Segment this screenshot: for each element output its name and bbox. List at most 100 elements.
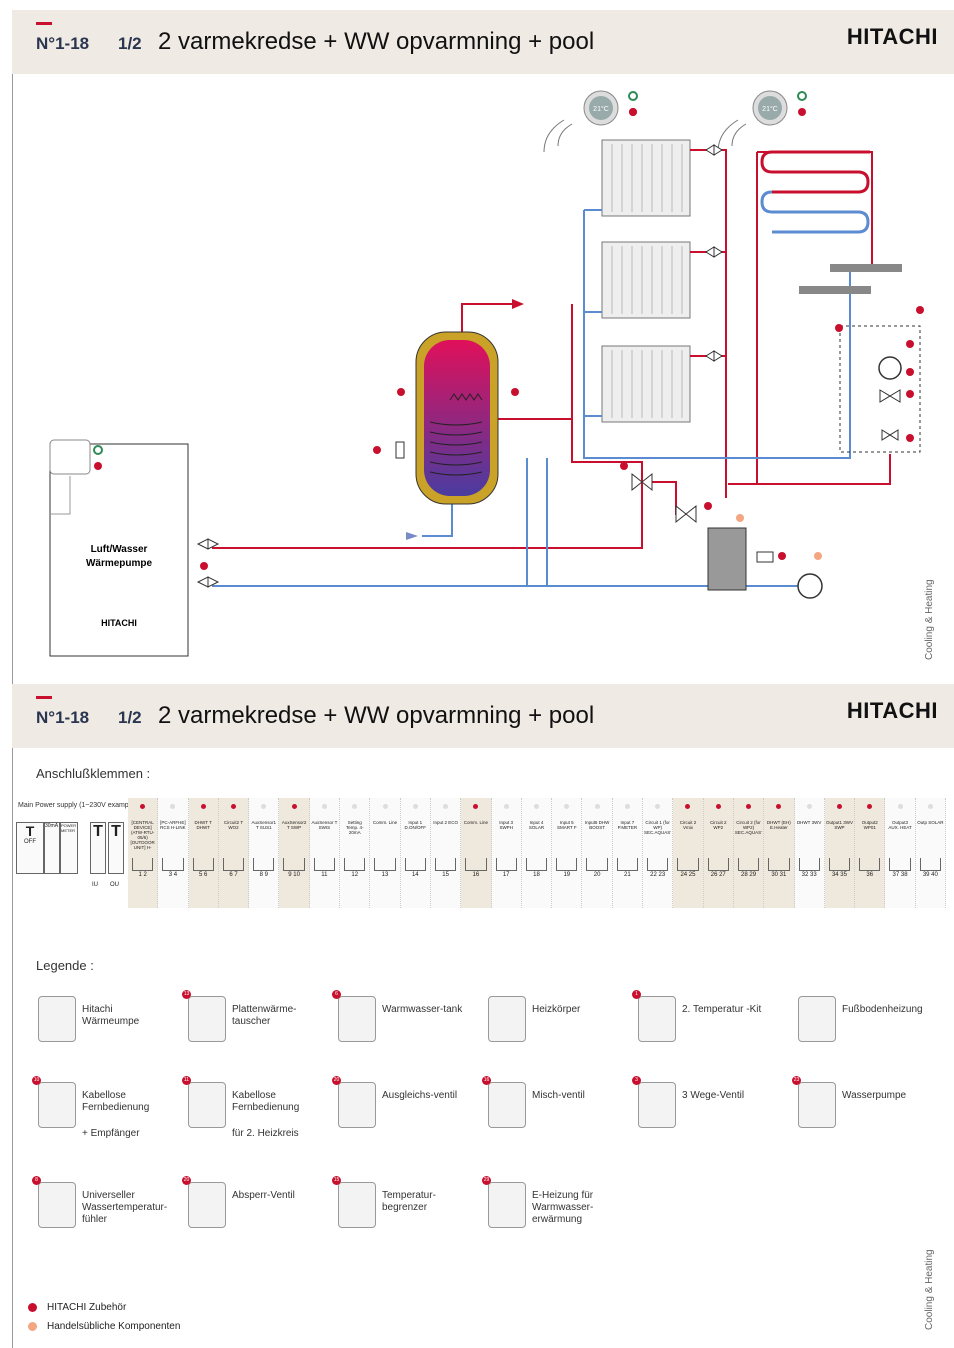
- terminal-number: 11: [321, 872, 328, 878]
- terminal-dot: [715, 804, 721, 809]
- terminal-number: 12: [351, 872, 359, 878]
- iu-label: IU: [92, 882, 98, 888]
- terminal-dot: [443, 804, 449, 809]
- legend-icon: [338, 996, 376, 1042]
- terminal-wire-box: [737, 858, 760, 871]
- hydraulic-schematic: 21°C 21°C: [49, 90, 924, 657]
- terminal-label: Setting Temp. 4-20mA: [345, 820, 364, 835]
- terminal-dot: [564, 804, 570, 809]
- terminal-number: 28 29: [741, 872, 757, 878]
- terminal-number: 22 23: [650, 872, 666, 878]
- legend-icon: [488, 1082, 526, 1128]
- main-switch: T OFF: [16, 822, 44, 874]
- svg-text:Wärmepumpe: Wärmepumpe: [86, 558, 153, 569]
- terminal-dot: [352, 804, 358, 809]
- legend-icon: [38, 1182, 76, 1228]
- terminal-dot: [291, 804, 297, 809]
- terminal-label: Input 4 SOLAR: [528, 820, 545, 830]
- legend-icon: [188, 1182, 226, 1228]
- terminal-label: DHWT (EH) E.Heater: [766, 820, 791, 830]
- terminal-wire-box: [283, 858, 305, 871]
- legend-text: Wasserpumpe: [842, 1090, 907, 1101]
- terminal-number: 9 10: [288, 872, 300, 878]
- terminal-dot: [321, 804, 327, 809]
- terminal-wire-box: [192, 858, 214, 871]
- legend-badge: 8: [32, 1176, 41, 1185]
- legend-text: Heizkörper: [532, 1004, 581, 1015]
- breaker-iu: T: [90, 822, 106, 874]
- terminal-number: 1 2: [138, 872, 147, 878]
- shutoff-valve-hot-icon: [196, 538, 220, 550]
- radiator-valve-3-icon: [705, 350, 723, 362]
- terminal-wire-box: [768, 858, 790, 871]
- legend-text: 2. Temperatur -Kit: [682, 1004, 762, 1015]
- kit-pump-icon: [878, 356, 902, 380]
- terminal-dot: [655, 804, 661, 809]
- kit-mixing-valve-icon: [879, 389, 901, 403]
- terminal-number: 26 27: [710, 872, 726, 878]
- radiators: [601, 139, 691, 423]
- side-label-1: Cooling & Heating: [924, 579, 935, 660]
- cold-in-arrow-icon: [406, 532, 418, 540]
- legend-badge: 15: [332, 1176, 341, 1185]
- terminal-dot: [473, 804, 479, 809]
- header-dash: [36, 22, 52, 25]
- terminal-wire-box: [859, 858, 881, 871]
- terminal-label: Input6 DHW BOOST: [584, 820, 610, 830]
- key-text-commercial: Handelsübliche Komponenten: [47, 1321, 181, 1332]
- terminal-wire-box: [647, 858, 669, 871]
- terminal-dot: [503, 804, 509, 809]
- legend-text: Warmwasser-tank: [382, 1004, 463, 1015]
- terminal-label: Input 3 SWPH: [499, 820, 514, 830]
- underfloor-coil: [760, 150, 870, 234]
- side-label-2: Cooling & Heating: [924, 1249, 935, 1330]
- cold-pipes: [212, 209, 851, 587]
- terminal-label: Outp SOLAR: [917, 820, 944, 825]
- legend-icon: [38, 996, 76, 1042]
- legend-text: Temperatur-begrenzer: [382, 1190, 436, 1213]
- three-way-valve-2-icon: [675, 504, 697, 524]
- header-number: N°1-18: [36, 34, 90, 53]
- terminal-number: 19: [563, 872, 571, 878]
- terminal-label: Comm. Line: [463, 820, 489, 825]
- terminal-number: 20: [593, 872, 601, 878]
- radiator-valve-2-icon: [705, 246, 723, 258]
- legend-badge: 1: [632, 990, 641, 999]
- hot-out-arrow-icon: [512, 299, 524, 309]
- header-title: 2 varmekredse + WW opvarmning + pool: [158, 28, 595, 55]
- terminal-number: 32 33: [801, 872, 817, 878]
- terminal-label: Comm. Line: [372, 820, 398, 825]
- rcd-box: 30mA: [44, 822, 60, 874]
- svg-text:21°C: 21°C: [593, 105, 609, 113]
- terminal-dot: [746, 804, 752, 809]
- legend-icon: [488, 1182, 526, 1228]
- manifold-1: [830, 264, 902, 272]
- temp-kit-box: [839, 325, 921, 453]
- terminal-dot: [412, 804, 418, 809]
- legend-badge: 20: [332, 1076, 341, 1085]
- terminal-number: 6 7: [229, 872, 238, 878]
- header-page-2: 1/2: [118, 708, 142, 727]
- legend-text: Misch-ventil: [532, 1090, 585, 1101]
- legend-badge: 23: [792, 1076, 801, 1085]
- terminal-label: Input 1 D.ON/OFF: [404, 820, 427, 830]
- radiator-valve-1-icon: [705, 144, 723, 156]
- key-text-hitachi: HITACHI Zubehör: [47, 1302, 127, 1313]
- terminal-dot: [806, 804, 812, 809]
- terminal-number: 5 6: [199, 872, 208, 878]
